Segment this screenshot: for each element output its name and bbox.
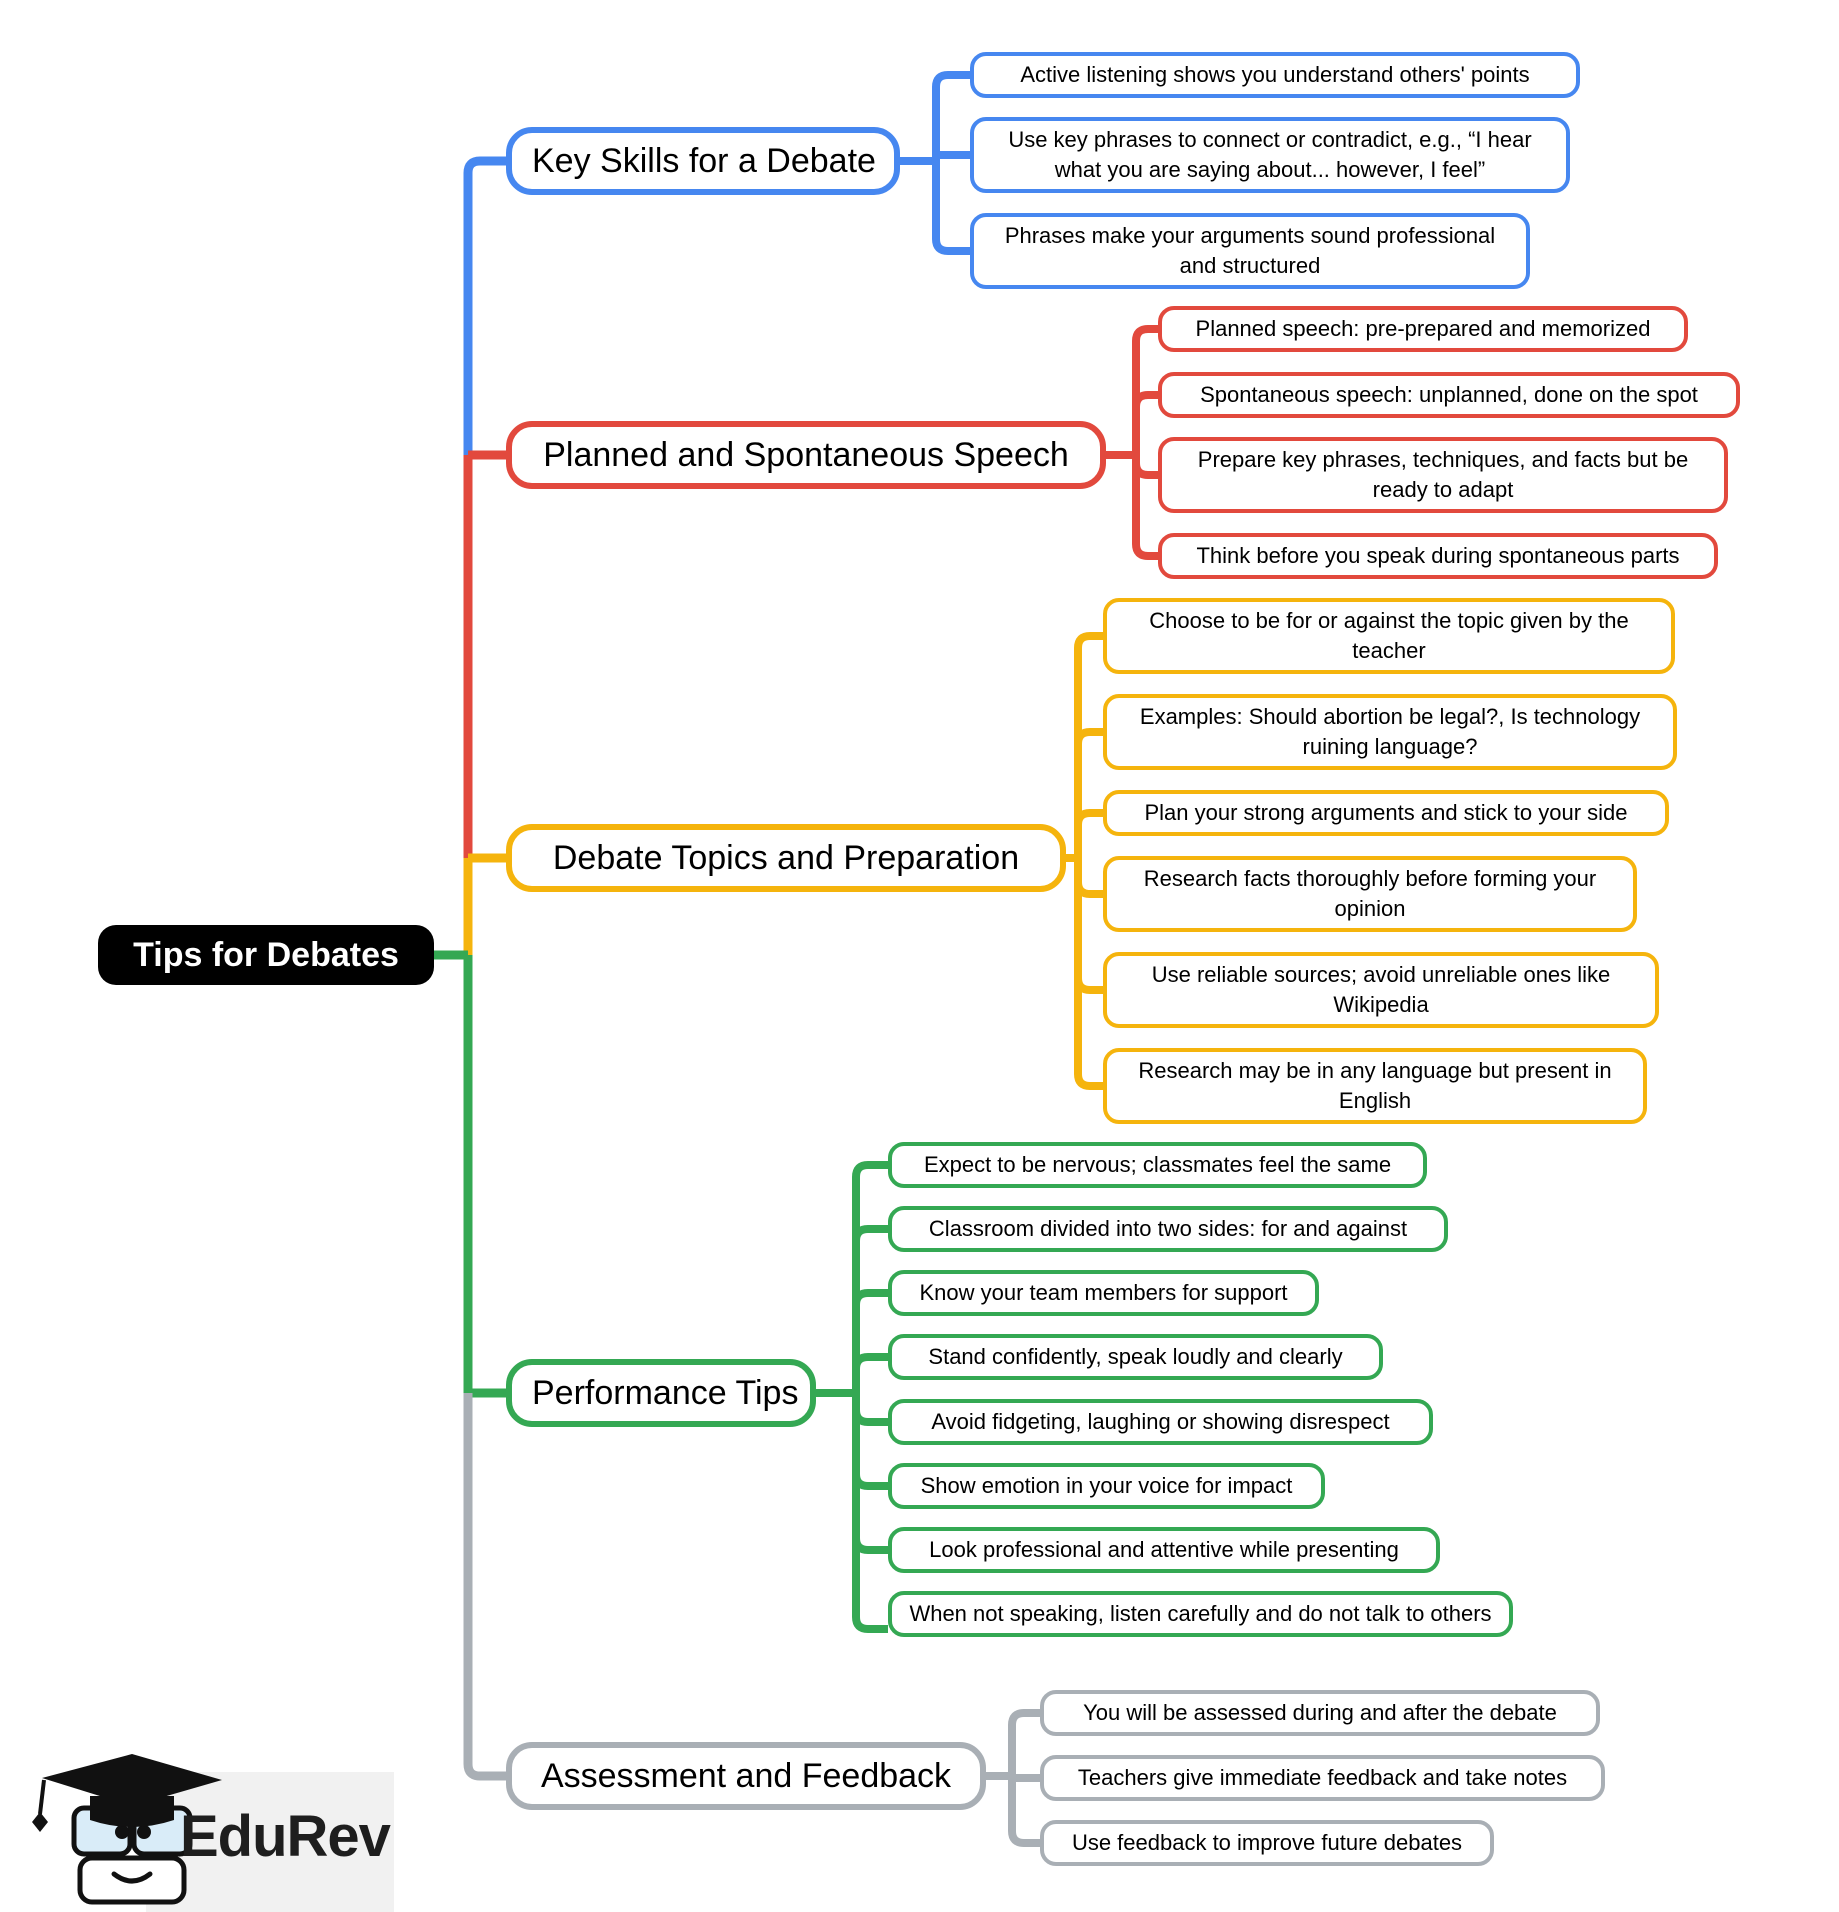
branch-performance-trunk [432,950,508,1398]
child-node: Classroom divided into two sides: for an… [888,1206,1448,1252]
branch-assessment-trunk [463,1393,508,1781]
branch-node-planned-speech: Planned and Spontaneous Speech [506,421,1106,489]
child-node: Look professional and attentive while pr… [888,1527,1440,1573]
child-node: Plan your strong arguments and stick to … [1103,790,1669,836]
child-node: Show emotion in your voice for impact [888,1463,1325,1509]
child-node: Planned speech: pre-prepared and memoriz… [1158,306,1688,352]
child-node: Examples: Should abortion be legal?, Is … [1103,694,1677,770]
root-node: Tips for Debates [98,925,434,985]
child-node: Teachers give immediate feedback and tak… [1040,1755,1605,1801]
branch-key-skills-trunk [463,156,508,455]
child-node: Know your team members for support [888,1270,1319,1316]
branch-node-key-skills: Key Skills for a Debate [506,127,900,195]
branch-planned-speech-trunk [463,450,508,858]
child-node: Use reliable sources; avoid unreliable o… [1103,952,1659,1028]
child-node: Research facts thoroughly before forming… [1103,856,1637,932]
child-node: Expect to be nervous; classmates feel th… [888,1142,1427,1188]
edurev-logo-text: EduRev [180,1804,391,1869]
branch-assessment-child-links [986,1709,1040,1847]
branch-key-skills-child-links [900,71,970,255]
branch-performance-child-links [816,1161,888,1633]
child-node: You will be assessed during and after th… [1040,1690,1600,1736]
child-node: Use key phrases to connect or contradict… [970,117,1570,193]
branch-debate-topics-trunk [463,853,508,955]
branch-node-performance-tips: Performance Tips [506,1359,816,1427]
child-node: Prepare key phrases, techniques, and fac… [1158,437,1728,513]
child-node: Stand confidently, speak loudly and clea… [888,1334,1383,1380]
child-node: Research may be in any language but pres… [1103,1048,1647,1124]
child-node: Active listening shows you understand ot… [970,52,1580,98]
child-node: When not speaking, listen carefully and … [888,1591,1513,1637]
branch-node-assessment: Assessment and Feedback [506,1742,986,1810]
branch-planned-speech-child-links [1106,325,1158,560]
edurev-logo: EduRev [28,1744,394,1912]
child-node: Use feedback to improve future debates [1040,1820,1494,1866]
branch-node-debate-topics: Debate Topics and Preparation [506,824,1066,892]
child-node: Phrases make your arguments sound profes… [970,213,1530,289]
edurev-mascot-icon [32,1754,222,1905]
child-node: Avoid fidgeting, laughing or showing dis… [888,1399,1433,1445]
child-node: Choose to be for or against the topic gi… [1103,598,1675,674]
branch-debate-topics-child-links [1066,632,1103,1090]
child-node: Think before you speak during spontaneou… [1158,533,1718,579]
child-node: Spontaneous speech: unplanned, done on t… [1158,372,1740,418]
